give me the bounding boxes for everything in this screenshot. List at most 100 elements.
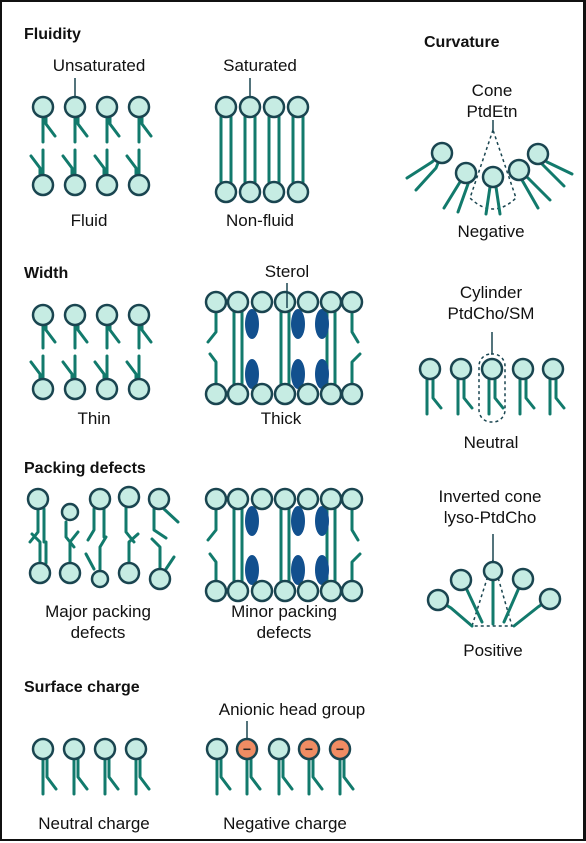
- lipid-tail: [352, 507, 358, 540]
- cone-ptdetn-label: Cone PtdEtn: [466, 80, 517, 122]
- cylinder-line2: PtdCho/SM: [448, 303, 535, 324]
- sterol-molecule: [291, 506, 305, 536]
- lipid-head: [321, 581, 341, 601]
- lipid-head: [298, 384, 318, 404]
- lipid-head: [252, 489, 272, 509]
- lipid-head: [33, 305, 53, 325]
- lipid-head: [228, 489, 248, 509]
- lipid-head: [298, 489, 318, 509]
- lipid-head: [92, 571, 108, 587]
- lipid-tail: [251, 759, 260, 789]
- lipid-head: [513, 359, 533, 379]
- lipid-tail: [86, 554, 94, 569]
- lipid-head: [97, 175, 117, 195]
- lipid-head: [513, 569, 533, 589]
- sterol-molecule: [315, 506, 329, 536]
- negative-curvature-label: Negative: [457, 223, 524, 241]
- lipid-tail: [46, 323, 55, 342]
- lipid-tail: [142, 323, 151, 342]
- positive-curvature-label: Positive: [463, 642, 523, 660]
- lipid-head: [129, 305, 149, 325]
- lipid-head: [207, 739, 227, 759]
- lipid-head: [321, 292, 341, 312]
- lipid-tail: [154, 509, 166, 538]
- lipid-head: [483, 167, 503, 187]
- lipid-head: [321, 489, 341, 509]
- lipid-head: [216, 97, 236, 117]
- sterol-molecule: [291, 555, 305, 585]
- lipid-tail: [283, 759, 292, 789]
- lipid-head: [65, 175, 85, 195]
- lipid-head: [509, 160, 529, 180]
- lipid-head: [228, 384, 248, 404]
- sterol-label: Sterol: [265, 263, 309, 281]
- saturated-label: Saturated: [223, 57, 297, 75]
- lipid-tail: [95, 156, 104, 177]
- major-packing-line1: Major packing: [45, 601, 151, 622]
- lipid-head: [129, 97, 149, 117]
- lipid-head: [119, 487, 139, 507]
- cylinder-line1: Cylinder: [448, 282, 535, 303]
- minus-sign: −: [305, 741, 313, 757]
- neutral-charge-label: Neutral charge: [38, 815, 150, 833]
- lipid-head: [342, 384, 362, 404]
- minus-sign: −: [336, 741, 344, 757]
- lipid-head: [126, 739, 146, 759]
- lipid-head: [28, 489, 48, 509]
- lipid-tail: [127, 362, 136, 381]
- minus-sign: −: [243, 741, 251, 757]
- thick-label: Thick: [261, 410, 302, 428]
- lipid-head: [97, 97, 117, 117]
- lipid-head: [60, 563, 80, 583]
- sterol-molecule: [315, 555, 329, 585]
- lipid-tail: [95, 362, 104, 381]
- thin-label: Thin: [77, 410, 110, 428]
- lipid-head: [543, 359, 563, 379]
- lipid-head: [528, 144, 548, 164]
- lipid-head: [90, 489, 110, 509]
- lipid-head: [206, 581, 226, 601]
- lipid-head: [33, 97, 53, 117]
- major-packing-line2: defects: [45, 622, 151, 643]
- cone-line2: PtdEtn: [466, 101, 517, 122]
- negative-charge-label: Negative charge: [223, 815, 347, 833]
- fluid-label: Fluid: [71, 212, 108, 230]
- lipid-head: [216, 182, 236, 202]
- lipid-tail: [109, 759, 118, 789]
- width-heading: Width: [24, 265, 68, 283]
- lipid-head: [451, 570, 471, 590]
- lipid-tail: [31, 156, 40, 177]
- sterol-molecule: [245, 506, 259, 536]
- lipid-head: [451, 359, 471, 379]
- lipid-tail: [78, 759, 87, 789]
- lipid-tail: [78, 115, 87, 136]
- lipid-tail: [142, 115, 151, 136]
- lipid-head: [432, 143, 452, 163]
- lipid-head: [420, 359, 440, 379]
- lipid-head: [428, 590, 448, 610]
- major-packing-defects-label: Major packing defects: [45, 601, 151, 643]
- lipid-tail: [110, 323, 119, 342]
- lipid-tail: [127, 156, 136, 177]
- lipid-tail: [63, 156, 72, 177]
- lipid-tail: [556, 378, 564, 408]
- sterol-molecule: [315, 309, 329, 339]
- lipid-head: [264, 182, 284, 202]
- lipid-tail: [433, 378, 441, 408]
- lipid-head: [206, 292, 226, 312]
- lipid-tail: [464, 378, 472, 408]
- minor-packing-defects-label: Minor packing defects: [231, 601, 337, 643]
- lipid-head: [97, 379, 117, 399]
- lipid-head: [206, 384, 226, 404]
- fluidity-heading: Fluidity: [24, 26, 81, 44]
- lipid-tail: [78, 323, 87, 342]
- sterol-molecule: [291, 309, 305, 339]
- packing-defects-heading: Packing defects: [24, 460, 146, 478]
- lipid-tail: [526, 378, 534, 408]
- lipid-tail: [47, 759, 56, 789]
- lipid-tail: [221, 759, 230, 789]
- lipid-head: [342, 489, 362, 509]
- inverted-cone-label: Inverted cone lyso-PtdCho: [438, 486, 541, 528]
- lipid-tail: [344, 759, 353, 789]
- lipid-tail: [63, 362, 72, 381]
